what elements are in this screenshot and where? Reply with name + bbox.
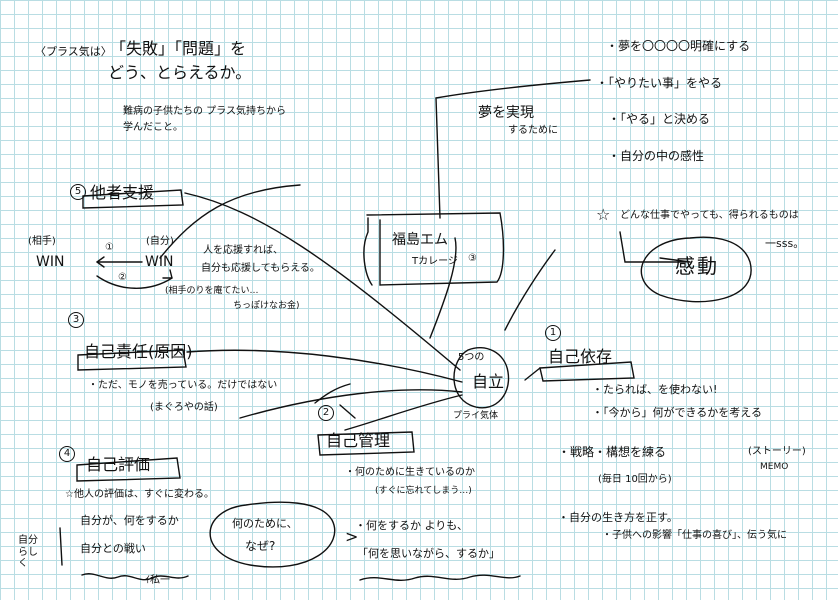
win-right-word: WIN — [145, 254, 174, 270]
win-note-line2: 自分も応援してもらえる。 — [201, 263, 320, 274]
win-arrow-top-num: ① — [105, 242, 114, 253]
izon-note-line5: ・自分の生き方を正す。 — [558, 511, 678, 524]
node-5-number: 5 — [70, 184, 86, 200]
center-box-line1: 福島エム — [392, 232, 448, 248]
naze-line2: なぜ? — [245, 539, 276, 553]
izon-note-line1: ・たられば、を使わない! — [592, 383, 718, 396]
node-2-label: 自己管理 — [326, 431, 391, 450]
hyouka-note-line2: 自分が、何をするか — [80, 514, 179, 527]
sekinin-note-line2: (まぐろやの話) — [150, 402, 218, 413]
naze-arrow: > — [345, 527, 359, 546]
node-3-number: 3 — [68, 312, 84, 328]
kanri-note-line4: 「何を思いながら、するか」 — [357, 547, 500, 560]
center-node-sub: プライ気体 — [453, 411, 499, 421]
win-note-line1: 人を応援すれば、 — [203, 245, 283, 256]
izon-note-line3: ・戦略・構想を練る — [558, 445, 667, 459]
center-node-prefix: 5つの — [458, 352, 485, 363]
dream-item-4: ・自分の中の感性 — [608, 149, 705, 163]
hyouka-note-line1: ☆他人の評価は、すぐに変わる。 — [65, 489, 214, 500]
izon-note-line2: ・「今から」何ができるかを考える — [592, 406, 762, 419]
izon-note-line4: (毎日 10回から) — [598, 474, 672, 485]
hyouka-side: 自分らしく — [18, 535, 38, 569]
node-5-label: 他者支援 — [90, 183, 155, 202]
naze-line1: 何のために、 — [232, 517, 298, 530]
node-4-label: 自己評価 — [86, 455, 151, 474]
kando-suffix: 一sss。 — [765, 237, 805, 250]
win-left-head: (相手) — [28, 236, 56, 247]
win-left-word: WIN — [36, 254, 65, 270]
win-note-line4: ちっぽけなお金) — [233, 301, 300, 311]
node-2-number: 2 — [318, 405, 334, 421]
header-note-line1: 難病の子供たちの プラス気持ちから — [123, 106, 286, 117]
dream-title: 夢を実現 — [478, 105, 534, 121]
node-1-number: 1 — [545, 325, 561, 341]
win-arrow-bottom-num: ② — [118, 272, 127, 283]
kanri-note-line2: (すぐに忘れてしまう…) — [375, 486, 472, 496]
kando-line: どんな仕事でやっても、得られるものは — [620, 210, 799, 221]
dream-item-1: ・夢を〇〇〇〇明確にする — [606, 39, 751, 53]
win-right-head: (自分) — [146, 236, 174, 247]
center-box-line2: Tカレージ — [412, 256, 458, 267]
center-node-word: 自立 — [472, 372, 505, 391]
kando-star-icon: ☆ — [596, 205, 611, 224]
header-tag: 〈プラス気は〉 — [35, 45, 112, 58]
izon-note-line3-sub: MEMO — [760, 462, 789, 472]
header-question-line1: 「失敗」「問題」を — [110, 39, 247, 58]
header-note-line2: 学んだこと。 — [123, 122, 183, 133]
node-3-label: 自己責任(原因) — [84, 342, 193, 361]
node-1-label: 自己依存 — [548, 347, 613, 366]
dream-item-2: ・「やりたい事」をやる — [596, 76, 723, 90]
kanri-note-line3: ・何をするか よりも、 — [355, 519, 468, 532]
izon-note-line6: ・子供への影響「仕事の喜び」、伝う気に — [602, 530, 787, 541]
izon-note-line3-paren: (ストーリー) — [748, 446, 806, 457]
kando-word: 感動 — [675, 254, 719, 278]
node-4-number: 4 — [59, 446, 75, 462]
hyouka-note-line3: 自分との戦い — [80, 542, 146, 555]
center-box-badge: ③ — [468, 253, 477, 264]
sekinin-note-line1: ・ただ、モノを売っている。だけではない — [88, 380, 278, 391]
header-question-line2: どう、とらえるか。 — [108, 63, 252, 82]
kanri-note-line1: ・何のために生きているのか — [345, 467, 475, 478]
win-note-line3: (相手のりを庵てたい… — [165, 286, 259, 296]
dream-item-3: ・「やる」と決める — [608, 112, 711, 126]
dream-subtitle: するために — [508, 125, 558, 136]
hyouka-tail: ｲ私一 — [145, 575, 170, 586]
